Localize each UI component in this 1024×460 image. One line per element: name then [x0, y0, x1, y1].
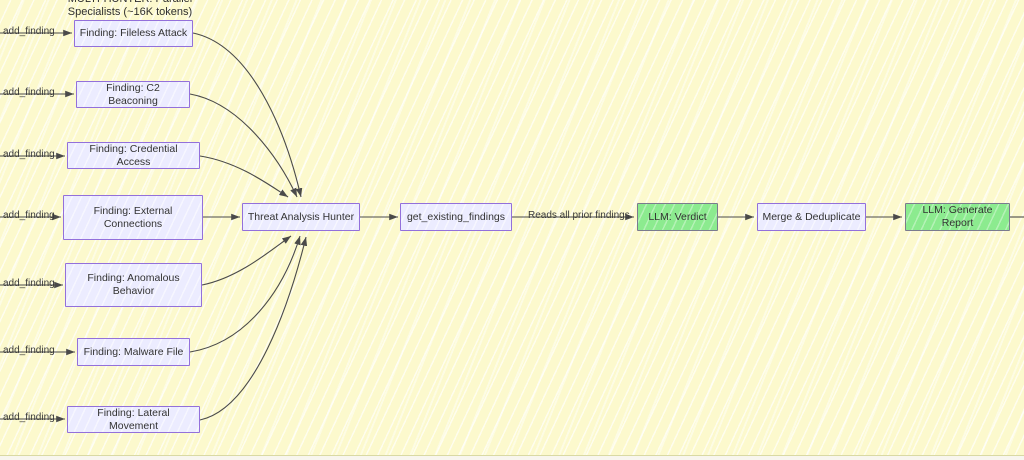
diagram-title-line1: MULTI-HUNTER: Parallel [45, 0, 215, 6]
node-finding-c2-beaconing: Finding: C2 Beaconing [76, 81, 190, 108]
edge-label-add-finding-1: add_finding [3, 26, 55, 37]
node-finding-anomalous-behavior: Finding: Anomalous Behavior [65, 263, 202, 307]
edge-label-add-finding-4: add_finding [3, 210, 55, 221]
edge-lateral-to-hunter [199, 236, 308, 421]
edge-c2-to-hunter [189, 93, 298, 198]
edge-fileless-to-hunter [192, 32, 303, 198]
edge-credential-to-hunter [199, 155, 289, 198]
canvas-bottom-edge [0, 455, 1024, 460]
node-finding-credential-access: Finding: Credential Access [67, 142, 200, 169]
edge-label-add-finding-7: add_finding [3, 412, 55, 423]
edge-label-add-finding-6: add_finding [3, 345, 55, 356]
node-get-existing-findings: get_existing_findings [400, 203, 512, 231]
node-merge-deduplicate: Merge & Deduplicate [757, 203, 866, 231]
node-threat-analysis-hunter: Threat Analysis Hunter [242, 203, 360, 231]
edge-label-add-finding-2: add_finding [3, 87, 55, 98]
edge-label-add-finding-3: add_finding [3, 149, 55, 160]
node-finding-malware-file: Finding: Malware File [77, 338, 190, 366]
edge-malware-to-hunter [189, 235, 301, 353]
edge-label-add-finding-5: add_finding [3, 278, 55, 289]
node-llm-verdict: LLM: Verdict [637, 203, 718, 231]
edge-anomalous-to-hunter [201, 235, 292, 286]
node-finding-lateral-movement: Finding: Lateral Movement [67, 406, 200, 433]
diagram-title: MULTI-HUNTER: Parallel Specialists (~16K… [45, 0, 215, 19]
diagram-title-line2: Specialists (~16K tokens) [67, 6, 193, 18]
node-finding-fileless-attack: Finding: Fileless Attack [74, 20, 193, 47]
node-llm-generate-report: LLM: Generate Report [905, 203, 1010, 231]
edge-label-reads-all-prior-findings: Reads all prior findings [528, 210, 630, 221]
node-finding-external-connections: Finding: External Connections [63, 195, 203, 240]
